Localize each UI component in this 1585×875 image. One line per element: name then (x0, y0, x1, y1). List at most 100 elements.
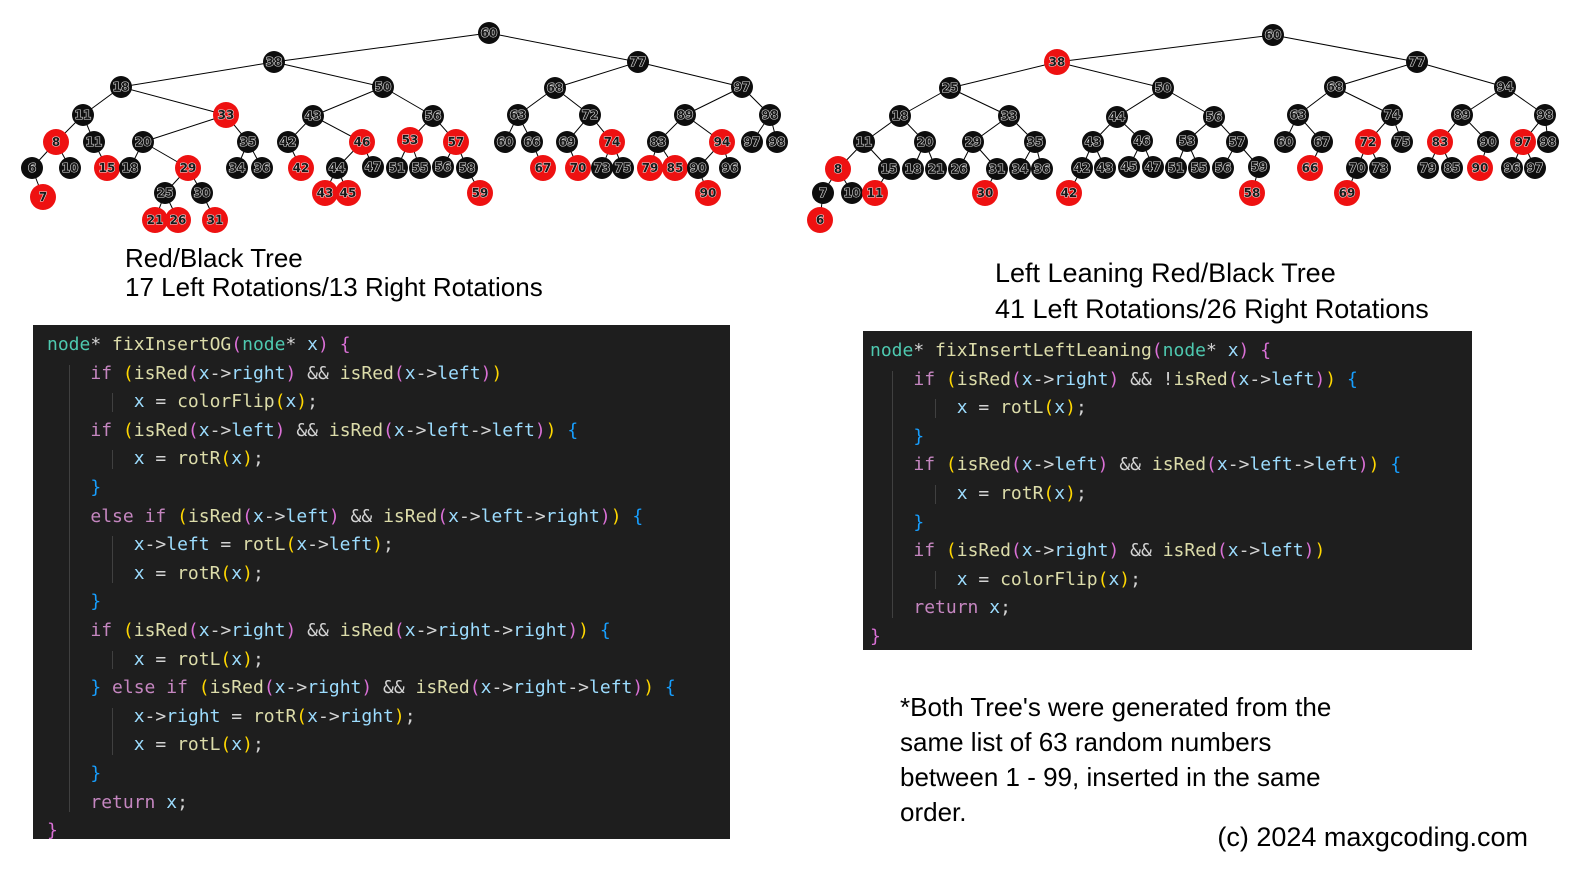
tree-node-label: 25 (942, 81, 959, 95)
tree-node-label: 59 (472, 186, 489, 200)
tree-node-label: 43 (305, 109, 322, 123)
tree-edge (949, 61, 1058, 89)
tree-node-red (599, 129, 625, 155)
code-token: ; (252, 734, 264, 756)
code-line: x = colorFlip(x); (47, 388, 730, 417)
code-token: ; (383, 534, 394, 556)
code-token: rotL (242, 534, 286, 556)
tree-node-black (1165, 157, 1187, 179)
code-token: -> (491, 619, 514, 641)
code-token: x (133, 734, 145, 756)
indent-guide (935, 399, 937, 418)
code-token: isRed (187, 505, 243, 527)
code-token (589, 620, 600, 641)
tree-node-label: 67 (1314, 135, 1331, 149)
tree-node-red (1510, 129, 1536, 155)
code-token: ) (1325, 368, 1337, 390)
tree-node-red (467, 180, 493, 206)
tree-node-black (1226, 131, 1248, 153)
code-token: = (144, 648, 178, 670)
code-token: ( (383, 419, 394, 441)
tree-node-label: 18 (122, 161, 139, 175)
tree-node-black (1451, 104, 1473, 126)
tree-node-red (530, 155, 556, 181)
code-token: ( (1206, 454, 1217, 476)
tree-node-black (456, 157, 478, 179)
tree-node-black (409, 157, 431, 179)
tree-node-label: 45 (1121, 160, 1138, 174)
code-token: = (144, 391, 178, 413)
code-token: * (285, 334, 308, 355)
tree-node-label: 75 (615, 161, 632, 175)
code-token: x (989, 597, 1001, 619)
tree-node-black (521, 131, 543, 153)
code-token: ) (393, 705, 405, 727)
code-token: = (144, 448, 178, 470)
code-token: ) (1119, 568, 1131, 590)
tree-node-label: 33 (1001, 109, 1018, 123)
code-token: { (567, 419, 579, 441)
footnote-line: *Both Tree's were generated from the (900, 692, 1332, 722)
code-token: ) (328, 505, 340, 527)
code-token: } (90, 591, 102, 613)
code-token: fixInsertLeftLeaning (935, 340, 1152, 361)
tree-edge (273, 61, 384, 88)
code-token: isRed (415, 677, 470, 699)
code-line: if (isRed(x->right) && isRed(x->left)) (47, 360, 730, 389)
code-token: x (1021, 368, 1033, 390)
tree-node-label: 58 (459, 161, 476, 175)
tree-node-red (202, 207, 228, 233)
code-token (47, 706, 134, 727)
tree-node-red (1044, 49, 1070, 75)
tree-node-red (335, 180, 361, 206)
code-token: x (307, 334, 318, 355)
tree-node-label: 83 (650, 135, 667, 149)
code-token: left (437, 362, 481, 384)
tree-node-label: 66 (524, 135, 541, 149)
code-token: rotR (177, 562, 221, 584)
tree-node-black (72, 104, 94, 126)
code-token: if (144, 505, 167, 527)
tree-node-label: 69 (1339, 186, 1356, 200)
code-token: ; (1000, 597, 1011, 619)
code-token: ) (274, 419, 286, 441)
tree-node-label: 46 (1134, 134, 1151, 148)
tree-node-black (1501, 157, 1523, 179)
code-token (47, 448, 134, 469)
tree-node-black (1441, 157, 1463, 179)
tree-node-label: 11 (86, 135, 103, 149)
tree-edge (1056, 34, 1274, 63)
tree-node-label: 72 (1360, 135, 1377, 149)
tree-node-label: 29 (180, 161, 197, 175)
tree-node-label: 97 (1515, 135, 1532, 149)
code-token: * (1206, 340, 1228, 361)
code-token: ( (1097, 568, 1109, 590)
tree-node-label: 34 (229, 161, 246, 175)
tree-node-red (972, 180, 998, 206)
tree-node-red (1467, 155, 1493, 181)
code-token (47, 563, 134, 584)
tree-node-black (1381, 104, 1403, 126)
tree-node-label: 94 (714, 135, 731, 149)
tree-node-black (386, 157, 408, 179)
code-token: && (339, 505, 384, 527)
tree-node-label: 77 (1409, 55, 1426, 69)
code-token: x (133, 705, 145, 727)
code-token: x (1216, 454, 1228, 476)
left-tree-caption: Red/Black Tree 17 Left Rotations/13 Righ… (125, 244, 543, 302)
code-token: x (448, 505, 459, 527)
code-line: } (870, 509, 1472, 538)
tree-node-label: 60 (1277, 135, 1294, 149)
tree-node-black (1346, 157, 1368, 179)
code-token (155, 677, 166, 698)
code-token: -> (285, 677, 308, 699)
code-token: ( (187, 419, 199, 441)
code-token: && (1108, 454, 1152, 476)
code-token: ) (578, 619, 589, 641)
tree-node-label: 11 (867, 186, 884, 200)
code-token: else (90, 505, 134, 527)
tree-node-label: 63 (510, 108, 527, 122)
tree-node-black (110, 76, 132, 98)
